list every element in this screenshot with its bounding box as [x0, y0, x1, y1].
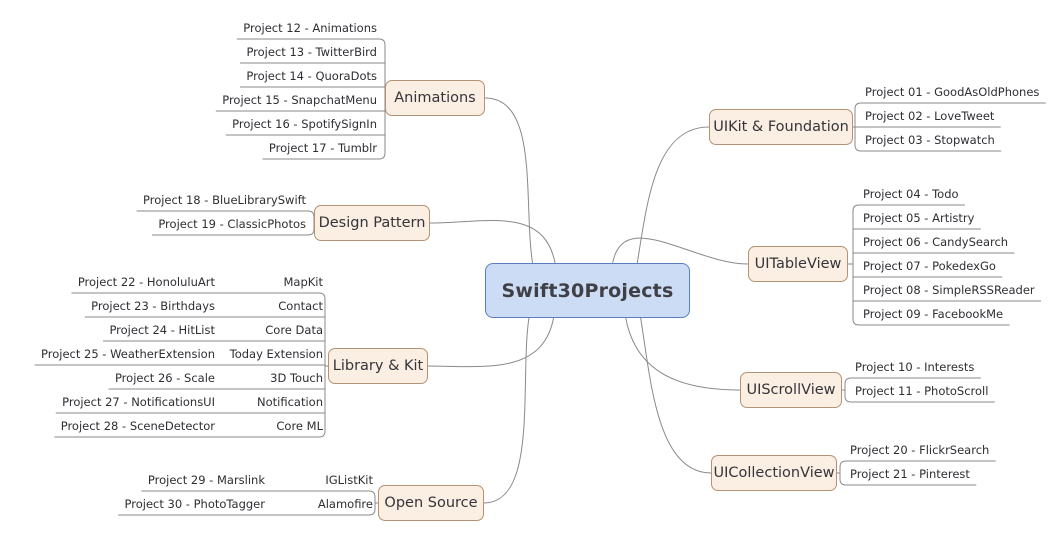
category-node-label: Library & Kit	[332, 358, 424, 374]
leaf-framework: Notification	[257, 395, 323, 409]
category-node-design-pattern[interactable]: Design Pattern	[314, 205, 430, 241]
leaf-uicollectionview-1[interactable]: Project 21 - Pinterest	[842, 462, 987, 486]
leaf-open-source-1[interactable]: Project 30 - PhotoTagger Alamofire	[124, 492, 373, 516]
category-node-open-source[interactable]: Open Source	[378, 485, 484, 521]
leaf-library-kit-1[interactable]: Project 23 - Birthdays Contact	[14, 294, 323, 318]
leaf-framework: 3D Touch	[270, 371, 323, 385]
leaf-framework: MapKit	[283, 275, 323, 289]
leaf-title: Project 15 - SnapchatMenu	[222, 93, 377, 107]
category-node-label: UIScrollView	[746, 382, 836, 398]
leaf-uitableview-0[interactable]: Project 04 - Todo	[855, 182, 1027, 206]
leaf-animations-4[interactable]: Project 16 - SpotifySignIn	[224, 112, 383, 136]
leaf-uitableview-2[interactable]: Project 06 - CandySearch	[855, 230, 1027, 254]
leaf-uikit-foundation-1[interactable]: Project 02 - LoveTweet	[857, 104, 1045, 128]
category-node-label: Animations	[394, 90, 476, 106]
leaf-framework: Contact	[278, 299, 323, 313]
leaf-uicollectionview-0[interactable]: Project 20 - FlickrSearch	[842, 438, 990, 462]
leaf-framework: Today Extension	[229, 347, 323, 361]
root-node[interactable]: Swift30Projects	[485, 263, 690, 318]
leaf-title: Project 18 - BlueLibrarySwift	[142, 193, 306, 207]
category-node-animations[interactable]: Animations	[385, 80, 485, 116]
leaf-title: Project 19 - ClassicPhotos	[158, 217, 306, 231]
leaf-library-kit-4[interactable]: Project 26 - Scale 3D Touch	[14, 366, 323, 390]
leaf-framework: Core Data	[265, 323, 323, 337]
leaf-framework: Core ML	[276, 419, 323, 433]
leaf-title: Project 14 - QuoraDots	[246, 69, 377, 83]
leaf-title: Project 28 - SceneDetector	[60, 419, 215, 433]
leaf-library-kit-5[interactable]: Project 27 - NotificationsUI Notification	[14, 390, 323, 414]
leaf-title: Project 16 - SpotifySignIn	[232, 117, 377, 131]
leaf-animations-5[interactable]: Project 17 - Tumblr	[224, 136, 383, 160]
leaf-title: Project 23 - Birthdays	[91, 299, 215, 313]
leaf-library-kit-6[interactable]: Project 28 - SceneDetector Core ML	[14, 414, 323, 438]
leaf-animations-3[interactable]: Project 15 - SnapchatMenu	[222, 88, 383, 112]
leaf-title: Project 13 - TwitterBird	[246, 45, 377, 59]
leaf-uitableview-3[interactable]: Project 07 - PokedexGo	[855, 254, 1027, 278]
leaf-library-kit-2[interactable]: Project 24 - HitList Core Data	[14, 318, 323, 342]
leaf-title: Project 01 - GoodAsOldPhones	[865, 85, 1040, 99]
leaf-framework: Alamofire	[317, 497, 373, 511]
category-node-uiscrollview[interactable]: UIScrollView	[740, 372, 842, 408]
leaf-uikit-foundation-2[interactable]: Project 03 - Stopwatch	[857, 128, 1045, 152]
leaf-title: Project 08 - SimpleRSSReader	[863, 283, 1035, 297]
leaf-uiscrollview-0[interactable]: Project 10 - Interests	[847, 355, 1000, 379]
leaf-title: Project 12 - Animations	[243, 21, 377, 35]
leaf-design-pattern-0[interactable]: Project 18 - BlueLibrarySwift	[134, 188, 312, 212]
leaf-library-kit-3[interactable]: Project 25 - WeatherExtension Today Exten…	[14, 342, 323, 366]
leaf-uitableview-1[interactable]: Project 05 - Artistry	[855, 206, 1027, 230]
leaf-uikit-foundation-0[interactable]: Project 01 - GoodAsOldPhones	[857, 80, 1045, 104]
leaf-uiscrollview-1[interactable]: Project 11 - PhotoScroll	[847, 379, 1000, 403]
leaf-title: Project 17 - Tumblr	[268, 141, 377, 155]
category-node-uicollectionview[interactable]: UICollectionView	[711, 455, 837, 491]
leaf-framework: IGListKit	[325, 473, 373, 487]
leaf-title: Project 10 - Interests	[855, 360, 975, 374]
leaf-title: Project 06 - CandySearch	[863, 235, 1009, 249]
leaf-library-kit-0[interactable]: Project 22 - HonoluluArt MapKit	[14, 270, 323, 294]
category-node-label: Design Pattern	[318, 215, 426, 231]
leaf-title: Project 21 - Pinterest	[850, 467, 970, 481]
leaf-open-source-0[interactable]: Project 29 - Marslink IGListKit	[128, 468, 373, 492]
root-node-label: Swift30Projects	[501, 279, 674, 302]
category-node-label: UIKit & Foundation	[713, 119, 849, 135]
leaf-title: Project 05 - Artistry	[863, 211, 975, 225]
category-node-uikit-foundation[interactable]: UIKit & Foundation	[709, 109, 853, 145]
category-node-uitableview[interactable]: UITableView	[748, 246, 848, 282]
leaf-title: Project 25 - WeatherExtension	[41, 347, 215, 361]
category-node-label: Open Source	[384, 495, 478, 511]
category-node-label: UITableView	[754, 256, 842, 272]
leaf-animations-2[interactable]: Project 14 - QuoraDots	[224, 64, 383, 88]
leaf-design-pattern-1[interactable]: Project 19 - ClassicPhotos	[134, 212, 312, 236]
leaf-title: Project 29 - Marslink	[147, 473, 265, 487]
leaf-title: Project 07 - PokedexGo	[863, 259, 996, 273]
leaf-title: Project 09 - FacebookMe	[863, 307, 1004, 321]
leaf-animations-1[interactable]: Project 13 - TwitterBird	[224, 40, 383, 64]
category-node-library-kit[interactable]: Library & Kit	[328, 348, 428, 384]
leaf-title: Project 24 - HitList	[109, 323, 215, 337]
leaf-uitableview-5[interactable]: Project 09 - FacebookMe	[855, 302, 1027, 326]
leaf-title: Project 27 - NotificationsUI	[62, 395, 215, 409]
leaf-title: Project 02 - LoveTweet	[865, 109, 995, 123]
leaf-title: Project 22 - HonoluluArt	[77, 275, 215, 289]
leaf-title: Project 11 - PhotoScroll	[855, 384, 989, 398]
leaf-title: Project 03 - Stopwatch	[865, 133, 995, 147]
category-node-label: UICollectionView	[713, 465, 835, 481]
leaf-title: Project 26 - Scale	[114, 371, 215, 385]
leaf-animations-0[interactable]: Project 12 - Animations	[224, 16, 383, 40]
leaf-title: Project 04 - Todo	[863, 187, 959, 201]
leaf-title: Project 20 - FlickrSearch	[850, 443, 990, 457]
leaf-uitableview-4[interactable]: Project 08 - SimpleRSSReader	[855, 278, 1035, 302]
leaf-title: Project 30 - PhotoTagger	[124, 497, 265, 511]
